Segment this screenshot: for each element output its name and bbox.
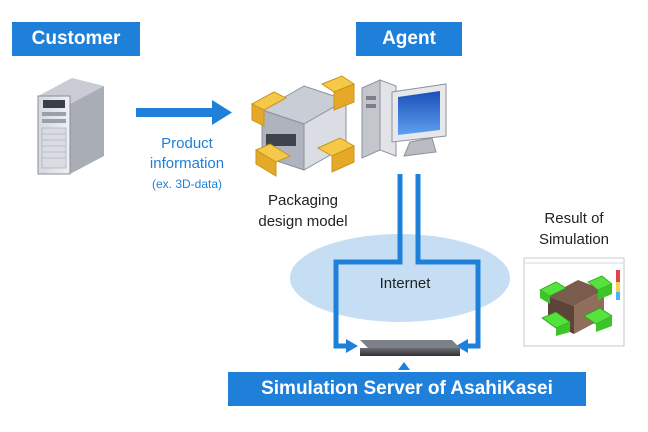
simulation-result-image bbox=[523, 257, 625, 347]
connection-lines bbox=[333, 174, 481, 349]
product-info-line1: Product bbox=[161, 135, 213, 152]
server-label: Simulation Server of AsahiKasei bbox=[228, 372, 586, 406]
result-text: Result of Simulation bbox=[522, 208, 626, 250]
product-info-line2: information bbox=[149, 155, 225, 172]
customer-server-icon bbox=[37, 78, 104, 175]
customer-label: Customer bbox=[12, 22, 140, 56]
result-line2: Simulation bbox=[538, 231, 610, 248]
agent-label: Agent bbox=[356, 22, 462, 56]
internet-cloud bbox=[290, 234, 510, 322]
packaging-model-icon bbox=[250, 75, 356, 177]
result-line1: Result of bbox=[544, 210, 604, 227]
packaging-line2: design model bbox=[258, 213, 348, 230]
arrow-head-right bbox=[456, 339, 468, 353]
packaging-model-text: Packaging design model bbox=[238, 190, 368, 232]
simulation-server-icon bbox=[360, 340, 460, 356]
agent-pc-icon bbox=[361, 79, 447, 159]
product-info-line3: (ex. 3D-data) bbox=[151, 177, 223, 191]
arrow-label-to-server bbox=[398, 362, 410, 370]
arrow-head-left bbox=[346, 339, 358, 353]
arrow-customer-to-model bbox=[136, 100, 232, 125]
internet-label: Internet bbox=[379, 275, 431, 292]
packaging-line1: Packaging bbox=[267, 192, 339, 209]
product-info-text: Product information (ex. 3D-data) bbox=[124, 134, 250, 194]
